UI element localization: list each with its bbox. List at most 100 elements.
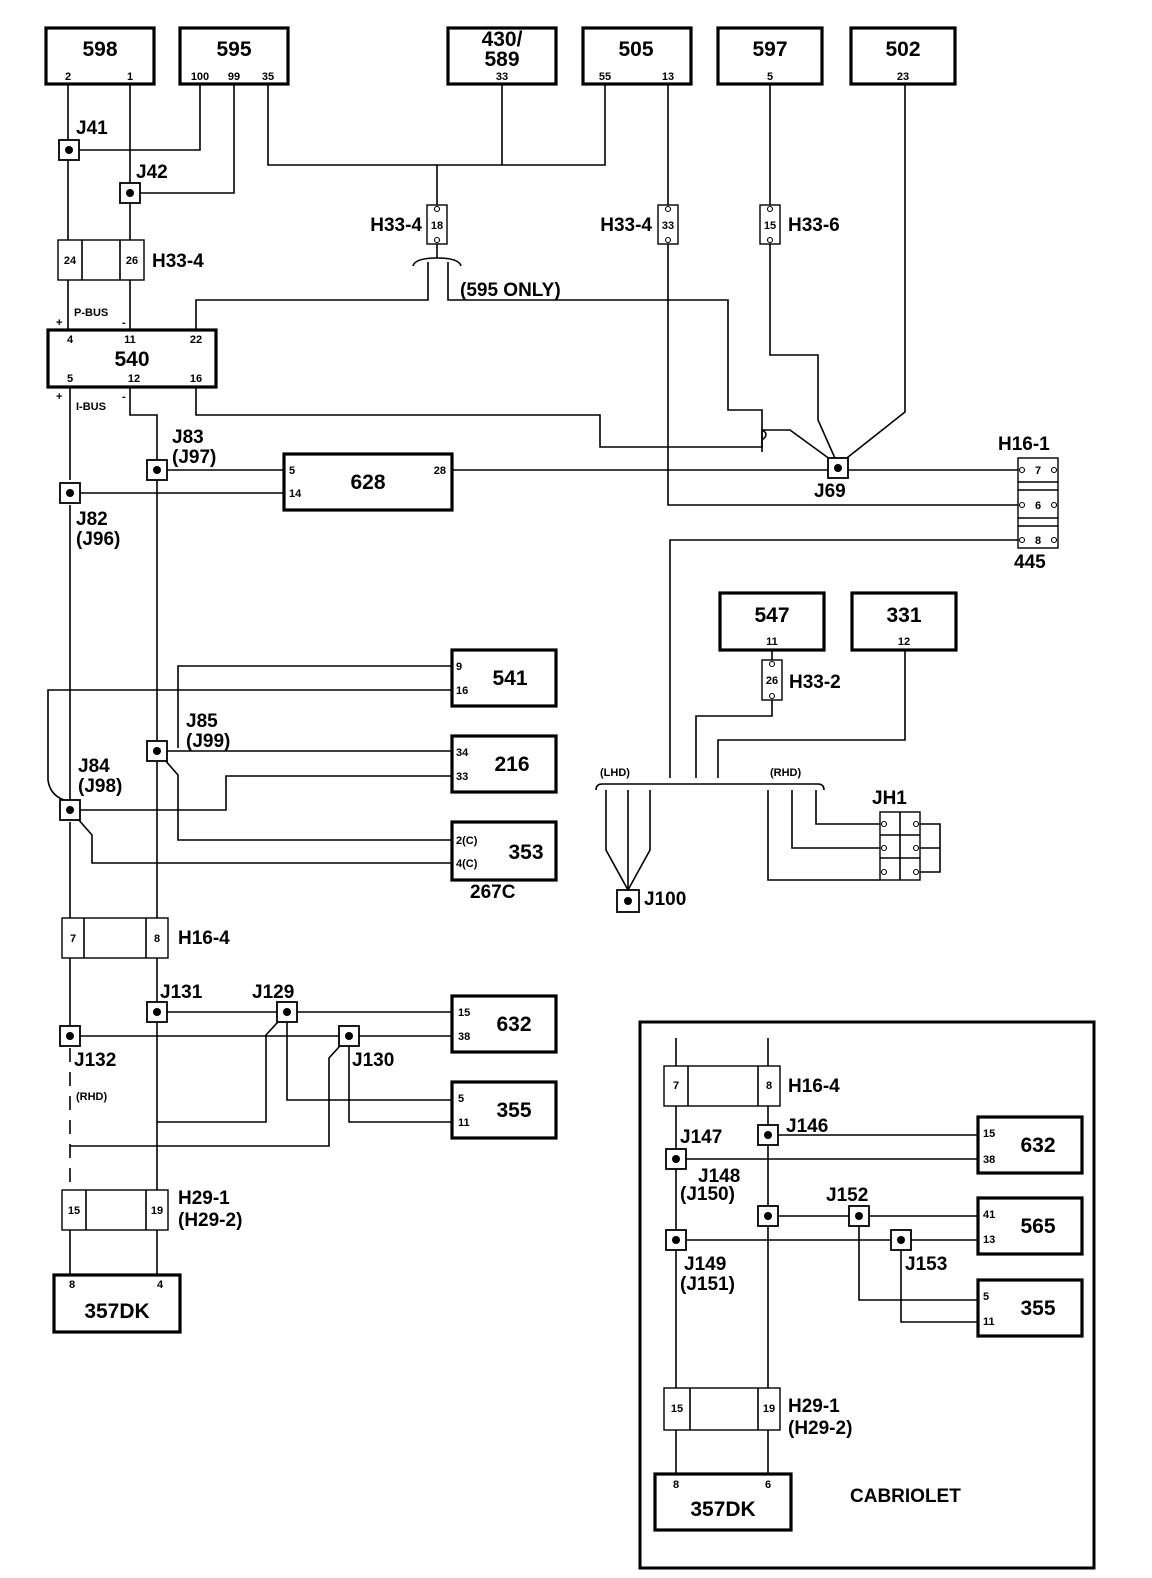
pin-label: 33 (496, 71, 508, 83)
connector-h29-2-label: (H29-2) (178, 1210, 242, 1231)
pin-label: 33 (662, 220, 674, 232)
pin-label: 1 (127, 71, 133, 83)
connector-jh1-label: JH1 (872, 788, 907, 809)
pin-label: 8 (766, 1080, 772, 1092)
junction-j85-label: J85 (186, 711, 218, 732)
component-547-label: 547 (754, 604, 789, 627)
annotation-rhd: (RHD) (770, 767, 801, 779)
cabriolet-inset: 7 8 H16-4 J146 J147 J148 (J150) J152 (638, 1020, 1096, 1570)
pin-label: 6 (765, 1479, 771, 1491)
junction-j130-label: J130 (352, 1050, 394, 1071)
junction-j83-label: J83 (172, 427, 204, 448)
annotation-595-only: (595 ONLY) (460, 280, 561, 301)
connector-cab-h16-4: 7 8 H16-4 (663, 1065, 840, 1107)
junction-j42-label: J42 (136, 162, 168, 183)
pin-label: 11 (983, 1316, 995, 1328)
pin-label: 4(C) (456, 858, 478, 870)
junction-j100-label: J100 (644, 889, 686, 910)
connector-h16-4: 7 8 H16-4 (61, 917, 230, 959)
junction-j132: J132 (59, 1025, 116, 1071)
pin-label: 8 (1035, 535, 1041, 547)
component-430-label: 430/ (482, 28, 523, 51)
component-598: 598 2 1 (44, 26, 156, 86)
component-595-label: 595 (216, 38, 251, 61)
component-cab-632: 632 15 38 (976, 1115, 1084, 1175)
junction-j151-label: (J151) (680, 1274, 735, 1295)
pin-label: 34 (456, 747, 469, 759)
connector-cab-h29-2-label: (H29-2) (788, 1418, 852, 1439)
pin-label: 2 (65, 71, 71, 83)
junction-j85: J85 (J99) (146, 711, 230, 762)
pin-label: 19 (151, 1205, 163, 1217)
pin-label: 12 (898, 636, 910, 648)
component-505: 505 55 13 (581, 26, 693, 86)
pin-label: 14 (289, 488, 302, 500)
pin-label: 16 (456, 685, 468, 697)
component-357dk-label: 357DK (84, 1300, 149, 1323)
component-cab-355-label: 355 (1020, 1297, 1055, 1320)
pin-label: 11 (124, 334, 136, 346)
junction-j84-alt-label: (J98) (78, 776, 122, 797)
pin-label: 7 (673, 1080, 679, 1092)
component-541: 541 9 16 (450, 648, 558, 708)
pin-label: 28 (434, 465, 446, 477)
junction-j131-label: J131 (160, 982, 203, 1003)
pin-label: 11 (458, 1117, 470, 1129)
cabriolet-label: CABRIOLET (850, 1486, 961, 1507)
pin-label: 7 (1035, 465, 1041, 477)
connector-h33-4-right-label: H33-4 (600, 215, 652, 236)
component-cab-565-label: 565 (1020, 1215, 1055, 1238)
pin-label: 26 (766, 675, 778, 687)
pin-label: 24 (64, 255, 77, 267)
pin-label: 55 (599, 71, 611, 83)
junction-j153: J153 (890, 1229, 947, 1275)
pin-label: 38 (458, 1031, 470, 1043)
component-540-label: 540 (114, 348, 149, 371)
connector-jh1: JH1 (872, 788, 921, 881)
component-331: 331 12 (850, 591, 958, 652)
component-502-label: 502 (885, 38, 920, 61)
component-628: 628 5 14 28 (282, 452, 454, 512)
pin-label: 7 (70, 933, 76, 945)
junction-j130: J130 (338, 1025, 394, 1071)
connector-cab-h29-1-label: H29-1 (788, 1396, 840, 1417)
component-632: 632 15 38 (450, 994, 558, 1054)
junction-j152: J152 (826, 1185, 870, 1227)
connector-h16-4-label: H16-4 (178, 928, 230, 949)
annotation-plus: + (56, 391, 62, 403)
component-632-label: 632 (496, 1013, 531, 1036)
component-355: 355 5 11 (450, 1080, 558, 1140)
junction-j82-alt-label: (J96) (76, 529, 120, 550)
annotation-lhd: (LHD) (600, 767, 630, 779)
component-430-589: 430/ 589 33 (446, 26, 558, 86)
component-445-label: 445 (1014, 552, 1046, 573)
component-331-label: 331 (886, 604, 921, 627)
annotation-minus: - (122, 391, 126, 403)
component-505-label: 505 (618, 38, 653, 61)
pin-label: 15 (671, 1403, 683, 1415)
pin-label: 8 (154, 933, 160, 945)
component-597: 597 5 (716, 26, 824, 86)
pin-label: 13 (983, 1234, 995, 1246)
component-cab-355: 355 5 11 (976, 1278, 1084, 1338)
connector-h33-4-mid: 18 H33-4 (370, 204, 448, 245)
wires (47, 84, 1018, 1474)
pin-label: 8 (69, 1279, 75, 1291)
pin-label: 5 (767, 71, 773, 83)
junction-j147-label: J147 (680, 1127, 722, 1148)
component-541-label: 541 (492, 667, 527, 690)
component-cab-357dk-label: 357DK (690, 1498, 755, 1521)
component-355-label: 355 (496, 1099, 531, 1122)
junction-j129-label: J129 (252, 982, 294, 1003)
annotation-i-bus: I-BUS (76, 401, 106, 413)
connector-cab-h16-4-label: H16-4 (788, 1076, 840, 1097)
junction-j41: J41 (58, 118, 108, 161)
junction-j148-label: J148 (698, 1166, 740, 1187)
junction-j153-label: J153 (905, 1254, 947, 1275)
junction-j83-alt-label: (J97) (172, 447, 216, 468)
component-597-label: 597 (752, 38, 787, 61)
junction-j83: J83 (J97) (146, 427, 216, 481)
pin-label: 15 (764, 220, 776, 232)
connector-h33-4-top-label: H33-4 (152, 251, 204, 272)
component-628-label: 628 (350, 471, 385, 494)
